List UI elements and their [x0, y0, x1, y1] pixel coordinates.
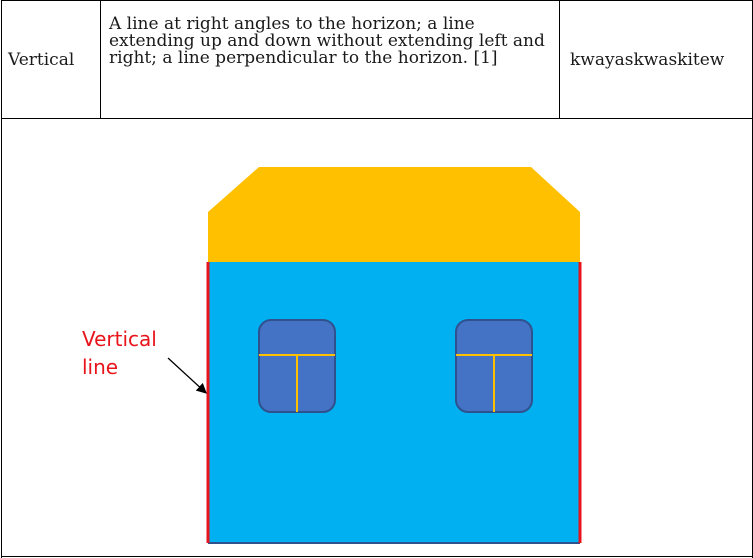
right-window	[456, 320, 532, 412]
callout-arrow	[168, 358, 205, 392]
callout-line-1: Vertical	[82, 325, 157, 353]
house-roof	[208, 167, 580, 262]
left-window	[259, 320, 335, 412]
vertical-line-callout: Vertical line	[82, 325, 157, 381]
callout-line-2: line	[82, 353, 157, 381]
